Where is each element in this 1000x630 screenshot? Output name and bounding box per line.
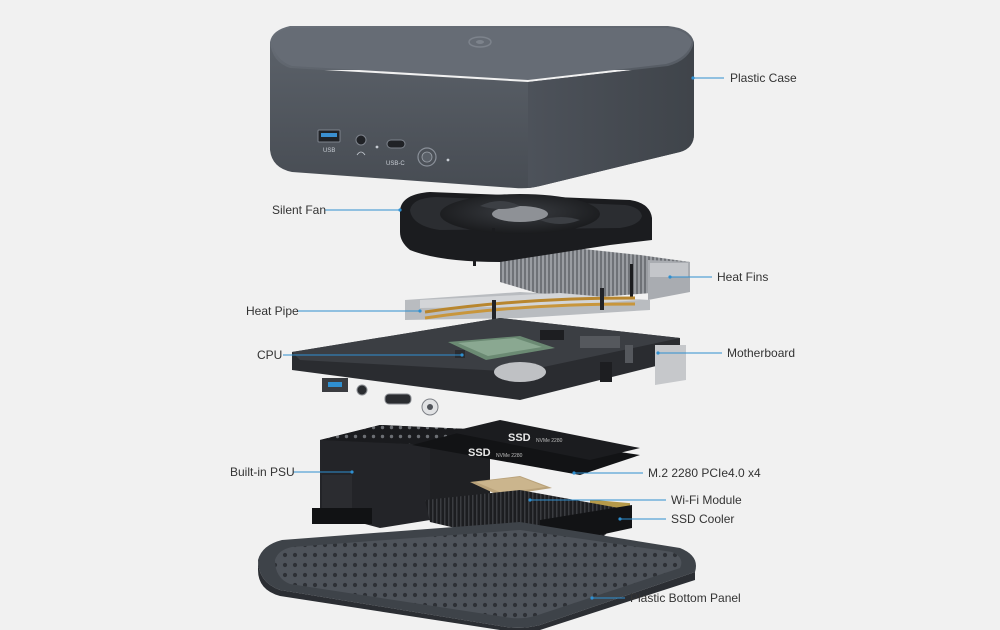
power-button-icon	[417, 147, 437, 167]
motherboard	[292, 318, 686, 416]
label-built-in-psu: Built-in PSU	[230, 465, 295, 479]
label-motherboard: Motherboard	[727, 346, 795, 360]
label-plastic-case: Plastic Case	[730, 71, 797, 85]
callout-dots	[350, 76, 695, 600]
cpu-chip	[448, 336, 555, 360]
label-m2: M.2 2280 PCIe4.0 x4	[648, 466, 761, 480]
label-plastic-bottom-panel: Plastic Bottom Panel	[630, 591, 741, 605]
label-wifi-module: Wi-Fi Module	[671, 493, 742, 507]
ssd-sub-bottom: NVMe 2280	[496, 453, 523, 459]
label-ssd-cooler: SSD Cooler	[671, 512, 734, 526]
logo-icon	[468, 36, 492, 48]
plastic-case: USB USB-C	[270, 26, 694, 189]
label-heat-pipe: Heat Pipe	[246, 304, 299, 318]
label-heat-fins: Heat Fins	[717, 270, 768, 284]
ssd-sub-top: NVMe 2280	[536, 438, 563, 444]
indicator-dot	[375, 145, 379, 149]
usb-port-label: USB	[323, 148, 335, 154]
plastic-bottom-panel	[258, 522, 696, 630]
silent-fan	[400, 192, 652, 302]
callout-lines	[283, 77, 724, 599]
heat-pipe	[405, 288, 650, 330]
wifi-module	[470, 476, 552, 496]
usb-port	[317, 129, 341, 143]
ssd-label-top: SSD	[508, 432, 531, 444]
heat-fins-assembly	[500, 240, 690, 300]
label-silent-fan: Silent Fan	[272, 203, 326, 217]
ssd-label-bottom: SSD	[468, 447, 491, 459]
label-cpu: CPU	[257, 348, 282, 362]
usb-c-port	[386, 139, 406, 149]
power-led	[446, 158, 450, 162]
headphone-icon	[355, 134, 367, 156]
usb-c-port-label: USB-C	[386, 161, 405, 167]
